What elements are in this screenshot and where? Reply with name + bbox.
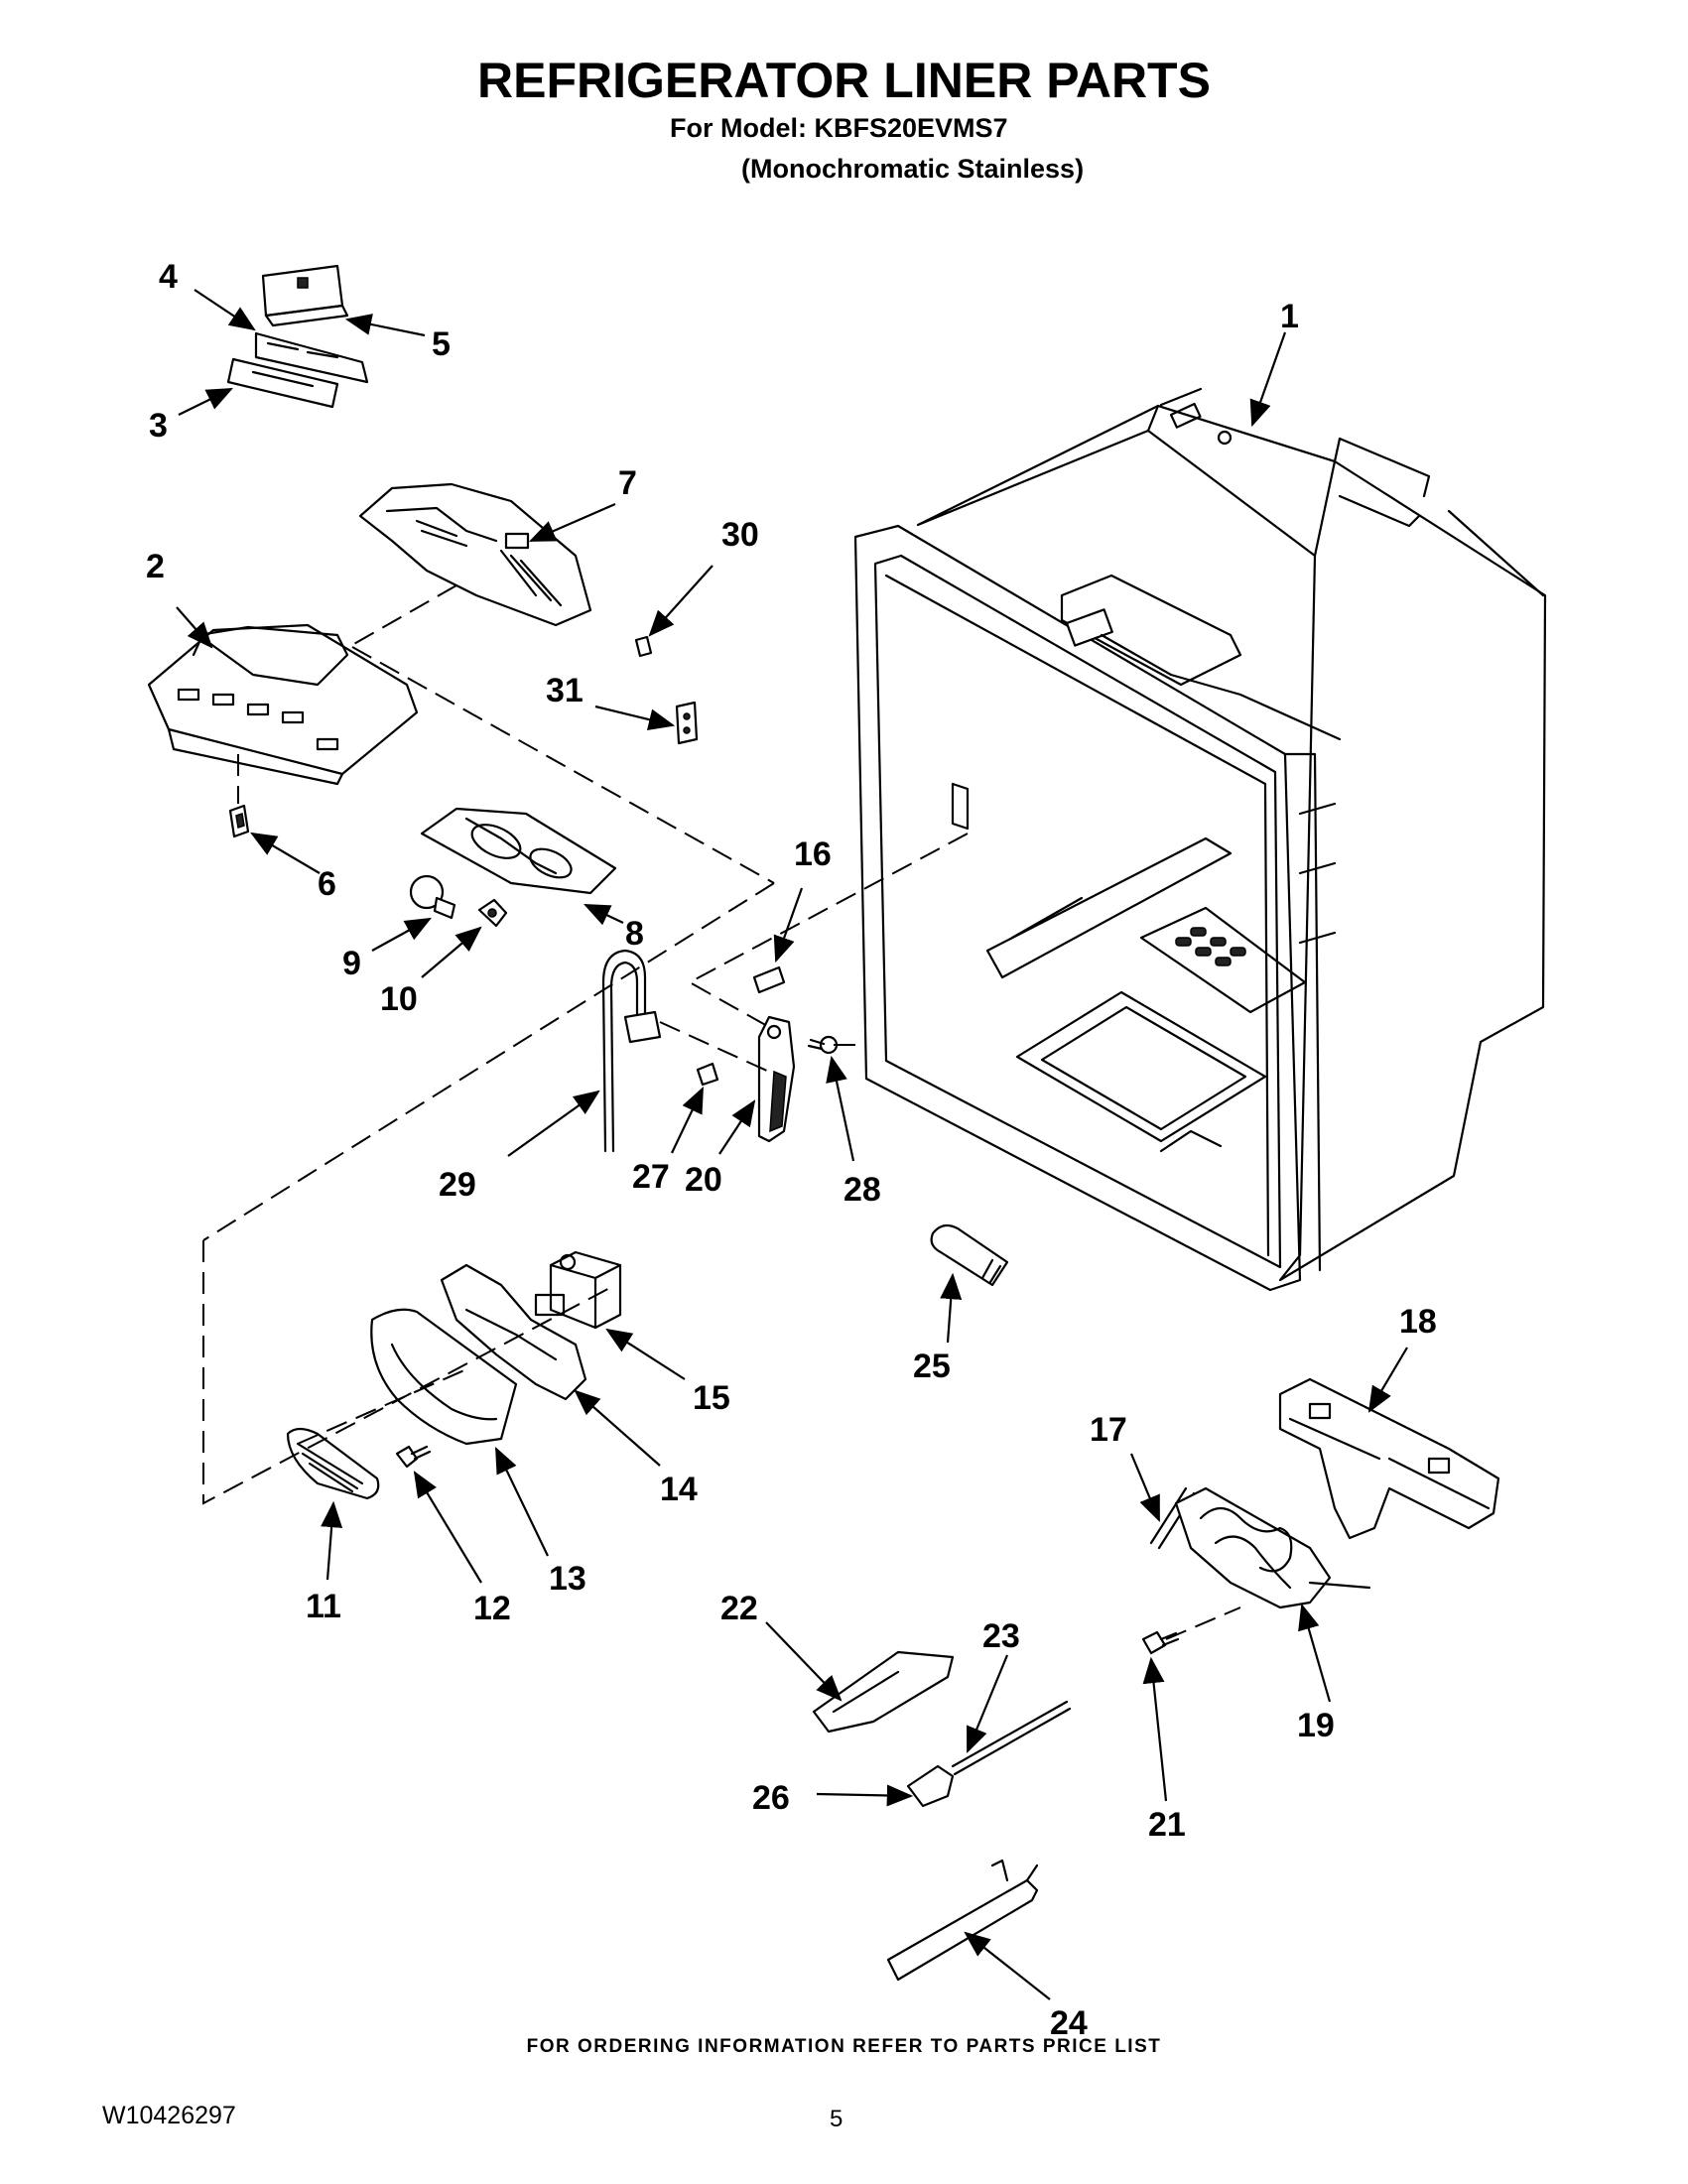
callout-9: 9: [342, 945, 361, 982]
callout-30: 30: [721, 516, 759, 554]
callout-1: 1: [1280, 298, 1299, 335]
page-number: 5: [830, 2106, 844, 2132]
callout-12: 12: [473, 1590, 511, 1627]
callout-15: 15: [693, 1379, 730, 1417]
part-16-gasket: [752, 965, 786, 994]
callout-21: 21: [1148, 1806, 1186, 1844]
part-7-cover: [358, 482, 592, 627]
callout-3: 3: [149, 407, 168, 445]
callout-4: 4: [159, 258, 178, 296]
callout-16: 16: [794, 835, 832, 873]
part-6-clip: [228, 804, 250, 838]
part-24-trim: [886, 1859, 1039, 1982]
part-1-liner: [853, 387, 1547, 1292]
callout-14: 14: [660, 1471, 698, 1508]
callout-7: 7: [618, 464, 637, 502]
ordering-note: FOR ORDERING INFORMATION REFER TO PARTS …: [526, 2036, 1162, 2057]
callout-29: 29: [439, 1166, 476, 1204]
assembly-dashed-lines: [202, 584, 1241, 1640]
callout-19: 19: [1297, 1707, 1335, 1744]
part-9-bulb: [409, 874, 456, 920]
page-title: REFRIGERATOR LINER PARTS: [477, 53, 1211, 108]
callout-11: 11: [306, 1588, 341, 1625]
part-23-harness: [951, 1700, 1072, 1776]
callout-8: 8: [625, 915, 644, 953]
part-27-clip: [696, 1062, 719, 1087]
part-30-clip: [634, 635, 653, 658]
callout-26: 26: [752, 1779, 790, 1817]
part-15-valve: [534, 1250, 622, 1330]
callout-22: 22: [720, 1590, 758, 1627]
part-5-housing: [261, 264, 349, 327]
callout-27: 27: [632, 1158, 670, 1196]
callout-20: 20: [685, 1161, 722, 1199]
callout-numbers: 1 2 3 4 5 6 7 8 9 10 11 12 13 14 15 16 1…: [146, 258, 1437, 2042]
variant-line: (Monochromatic Stainless): [741, 154, 1085, 184]
part-13-housing: [370, 1308, 518, 1446]
callout-25: 25: [913, 1348, 951, 1385]
part-11-paddle: [286, 1427, 380, 1500]
callout-2: 2: [146, 548, 165, 585]
callout-23: 23: [982, 1617, 1020, 1655]
part-19-heater: [1174, 1486, 1371, 1609]
part-4-board: [254, 331, 369, 384]
part-8-light-cover: [420, 807, 617, 895]
callout-31: 31: [546, 672, 584, 709]
part-12-screw: [395, 1445, 432, 1469]
callout-10: 10: [380, 980, 418, 1018]
part-29-tube: [601, 949, 662, 1153]
part-22-cover: [812, 1650, 955, 1734]
callout-5: 5: [432, 325, 451, 363]
part-14-housing: [440, 1263, 587, 1401]
model-line: For Model: KBFS20EVMS7: [670, 113, 1008, 143]
part-18-bracket: [1278, 1377, 1500, 1540]
callout-6: 6: [318, 865, 336, 903]
callout-leaders: [176, 289, 1408, 2000]
part-10-socket: [477, 898, 508, 928]
callout-13: 13: [549, 1560, 586, 1598]
part-25-filter: [930, 1223, 1009, 1287]
callout-24: 24: [1050, 2004, 1088, 2042]
callout-28: 28: [844, 1171, 881, 1209]
part-3-panel: [226, 357, 339, 409]
part-28-screw: [807, 1035, 839, 1055]
part-20-dispenser-arm: [757, 1015, 796, 1143]
part-2-control-housing: [147, 623, 419, 786]
callout-18: 18: [1399, 1303, 1437, 1341]
part-21-screw: [1141, 1630, 1180, 1655]
part-31-bracket: [675, 701, 699, 745]
callout-17: 17: [1090, 1411, 1127, 1449]
part-26-sensor: [906, 1764, 955, 1808]
document-number: W10426297: [102, 2102, 236, 2129]
